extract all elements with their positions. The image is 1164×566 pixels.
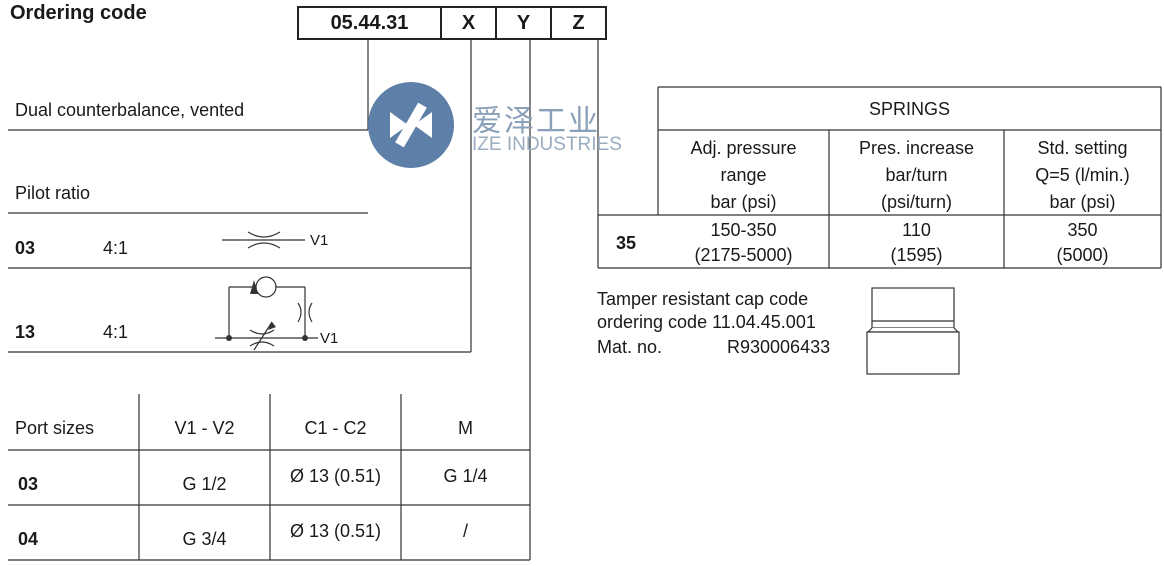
ports-header-v: V1 - V2 [174, 418, 235, 438]
function-description: Dual counterbalance, vented [15, 100, 245, 120]
springs-header-std-2: Q=5 (l/min.) [1035, 165, 1130, 185]
springs-header-adj-2: range [720, 165, 767, 185]
springs-cell-adj-1: 150-350 [710, 220, 777, 240]
springs-cell-pres: 110 (1595) [829, 218, 1004, 268]
watermark-english: IZE INDUSTRIES [472, 134, 622, 155]
springs-header-pres-1: Pres. increase [858, 138, 975, 158]
code-x-box: X [440, 6, 497, 40]
pilot-port-03: V1 [310, 232, 329, 249]
springs-cell-std-1: 350 [1067, 220, 1098, 240]
springs-cell-std-2: (5000) [1056, 245, 1109, 265]
pilot-ratio-label: Pilot ratio [15, 183, 91, 203]
ports-header-m: M [458, 418, 473, 438]
code-z-box: Z [550, 6, 607, 40]
springs-header-std: Std. setting Q=5 (l/min.) bar (psi) [1004, 135, 1161, 216]
ordering-code-title: Ordering code [10, 2, 147, 24]
springs-header-pres: Pres. increase bar/turn (psi/turn) [829, 135, 1004, 216]
pilot-ratio-13: 4:1 [103, 322, 129, 342]
ports-row-04-code: 04 [18, 529, 39, 549]
ports-row-04-c: Ø 13 (0.51) [289, 521, 382, 541]
ports-row-04-v: G 3/4 [182, 529, 227, 549]
springs-header-std-1: Std. setting [1037, 138, 1128, 158]
cap-line-2: ordering code 11.04.45.001 [597, 312, 816, 332]
cap-line-1: Tamper resistant cap code [597, 289, 809, 309]
springs-cell-pres-1: 110 [902, 220, 931, 240]
pilot-code-03: 03 [15, 238, 36, 258]
cap-mat-value: R930006433 [727, 337, 831, 357]
springs-cell-std: 350 (5000) [1004, 218, 1161, 268]
code-y-box: Y [495, 6, 552, 40]
springs-title: SPRINGS [868, 99, 951, 119]
springs-cell-adj-2: (2175-5000) [694, 245, 793, 265]
springs-cell-adj: 150-350 (2175-5000) [658, 218, 829, 268]
ports-row-03-c: Ø 13 (0.51) [289, 466, 382, 486]
cap-mat-label: Mat. no. [597, 337, 663, 357]
ports-row-03-code: 03 [18, 474, 39, 494]
springs-header-adj-1: Adj. pressure [690, 138, 797, 158]
ports-header-c: C1 - C2 [304, 418, 367, 438]
springs-header-pres-3: (psi/turn) [880, 192, 952, 212]
ports-row-04-m: / [462, 521, 468, 541]
logo-mark-icon [390, 102, 432, 148]
ports-row-03-m: G 1/4 [443, 466, 488, 486]
watermark-chinese: 爱泽工业 [472, 105, 600, 138]
springs-header-pres-2: bar/turn [885, 165, 948, 185]
tamper-cap-icon [866, 287, 960, 375]
ports-header-label: Port sizes [15, 418, 95, 438]
ports-row-03-v: G 1/2 [182, 474, 227, 494]
springs-row-code: 35 [616, 233, 637, 253]
pilot-code-13: 13 [15, 322, 36, 342]
springs-header-adj: Adj. pressure range bar (psi) [658, 135, 829, 216]
springs-header-adj-3: bar (psi) [710, 192, 777, 212]
watermark-logo [368, 82, 454, 168]
springs-cell-pres-2: (1595) [890, 245, 943, 265]
springs-header-std-3: bar (psi) [1049, 192, 1116, 212]
pilot-port-13: V1 [320, 330, 339, 347]
pilot-ratio-03: 4:1 [103, 238, 129, 258]
code-base-box: 05.44.31 [297, 6, 442, 40]
